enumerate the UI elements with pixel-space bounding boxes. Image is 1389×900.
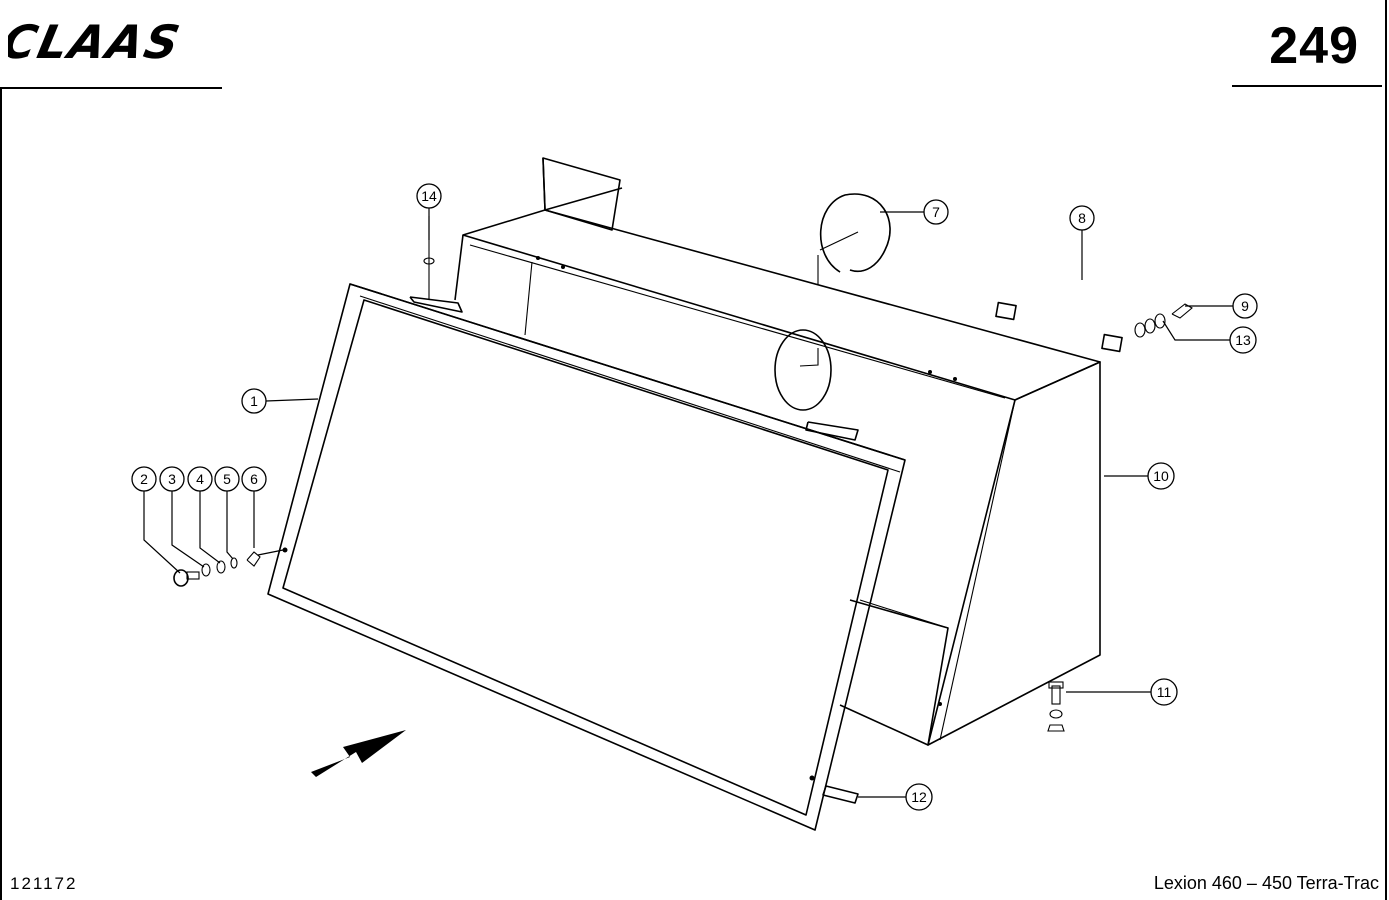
- handle: [995, 275, 1123, 353]
- brand-logo-text: CLAAS: [8, 18, 186, 66]
- callout-4: 4: [187, 466, 213, 492]
- svg-text:11: 11: [1157, 684, 1172, 700]
- direction-arrow: [311, 730, 406, 777]
- edge-clip: [822, 785, 859, 804]
- frame-top-right-rule: [1232, 85, 1382, 87]
- svg-text:2: 2: [140, 471, 148, 487]
- svg-text:10: 10: [1153, 468, 1169, 484]
- screen-panel: [267, 283, 906, 831]
- drawing-number: 121172: [10, 874, 78, 893]
- filter-housing: [454, 209, 1101, 746]
- svg-text:7: 7: [932, 204, 940, 220]
- knob-fasteners: [173, 551, 261, 587]
- svg-text:1: 1: [250, 393, 258, 409]
- circlip: [819, 193, 891, 273]
- callout-12: 12: [905, 783, 933, 811]
- bottom-bolt: [1047, 681, 1065, 732]
- svg-text:5: 5: [223, 471, 231, 487]
- frame-left-edge: [0, 87, 2, 900]
- callout-6: 6: [241, 466, 267, 492]
- svg-text:6: 6: [250, 471, 258, 487]
- svg-text:12: 12: [911, 789, 927, 805]
- callout-8: 8: [1069, 205, 1095, 231]
- callout-11: 11: [1150, 678, 1178, 706]
- svg-text:13: 13: [1235, 332, 1251, 348]
- svg-text:4: 4: [196, 471, 204, 487]
- callout-1: 1: [241, 388, 267, 414]
- callout-3: 3: [159, 466, 185, 492]
- callout-14: 14: [416, 183, 442, 209]
- callout-9: 9: [1232, 293, 1258, 319]
- top-chute: [542, 157, 623, 231]
- callout-13: 13: [1229, 326, 1257, 354]
- model-caption: Lexion 460 – 450 Terra-Trac: [1153, 873, 1379, 893]
- svg-text:8: 8: [1078, 210, 1086, 226]
- leader-lines: [143, 208, 1233, 798]
- svg-text:14: 14: [421, 188, 437, 204]
- frame-right-edge: [1385, 0, 1387, 900]
- handle-fasteners: [1134, 303, 1193, 338]
- callout-7: 7: [923, 199, 949, 225]
- callout-2: 2: [131, 466, 157, 492]
- callout-10: 10: [1147, 462, 1175, 490]
- claas-logo: CLAAS: [0, 15, 228, 71]
- svg-text:9: 9: [1241, 298, 1249, 314]
- callout-5: 5: [214, 466, 240, 492]
- svg-text:3: 3: [168, 471, 176, 487]
- page-number: 249: [1269, 17, 1359, 75]
- frame-top-left-rule: [0, 87, 222, 89]
